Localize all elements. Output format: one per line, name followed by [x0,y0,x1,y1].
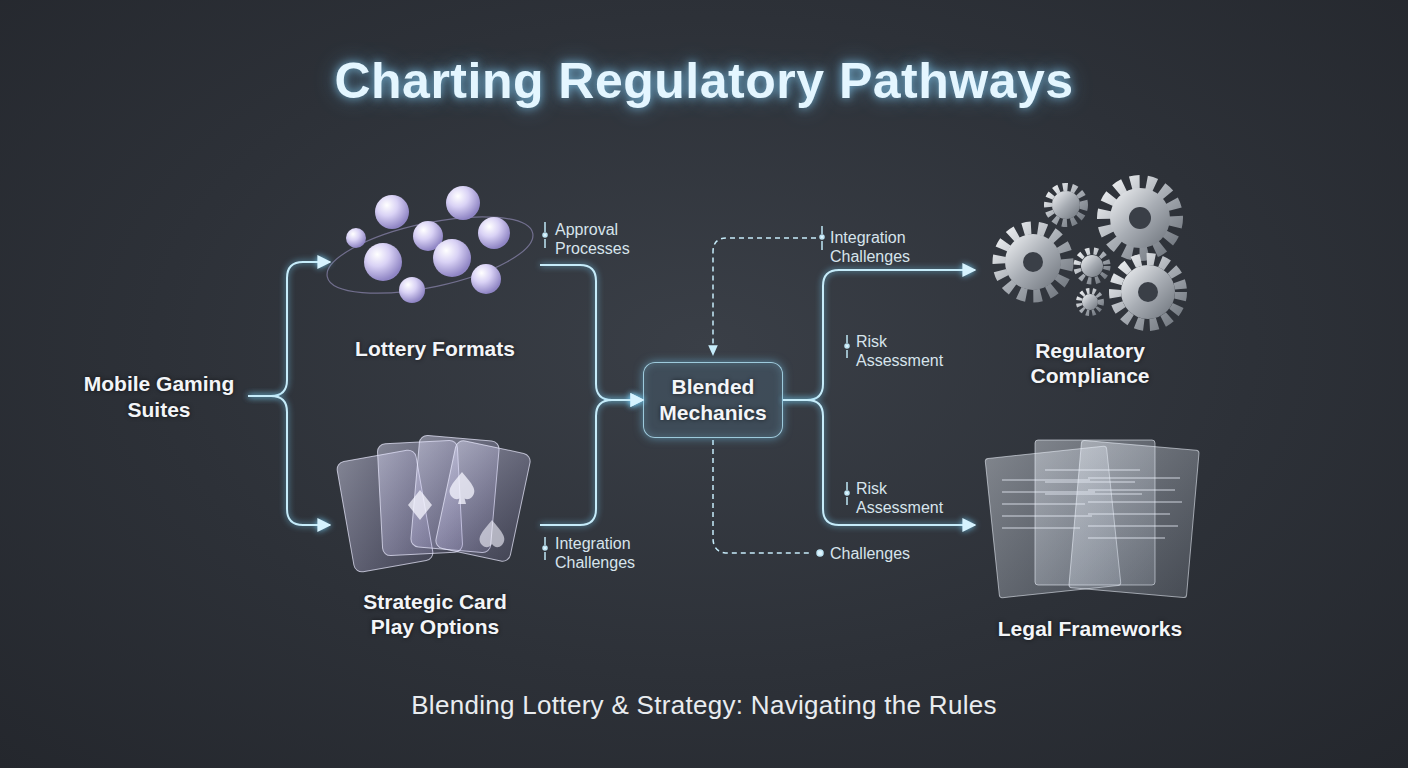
document-stack [985,440,1199,598]
lottery-ball [478,217,510,249]
tick-dot [817,550,823,556]
gear-hub [1023,252,1043,272]
gear-hub [1129,207,1151,229]
lottery-node: Lottery Formats [330,180,540,362]
document-lines [1002,470,1182,538]
flow-connector [248,396,330,525]
edge-label: Integration Challenges [555,534,650,572]
lottery-ball [446,186,480,220]
gear-teeth [1048,187,1084,223]
flow-connector [783,400,975,525]
node-label: Regulatory Compliance [1015,338,1165,389]
gear-teeth [1115,259,1181,325]
gear-body [1081,255,1103,277]
spade-suit [450,472,475,504]
lottery-ball [399,277,425,303]
dashed-leader [713,238,816,356]
document-sheet [1069,440,1199,598]
tick-dot [820,235,824,239]
card-shape [434,439,531,562]
node-label: Lottery Formats [355,336,515,362]
source-label: Mobile Gaming Suites [70,368,248,426]
gear-body [1052,191,1080,219]
tick-dot [845,491,849,495]
legal-node: Legal Frameworks [975,430,1205,642]
diagram-title: Charting Regulatory Pathways [0,52,1408,110]
gear-teeth [1079,291,1101,313]
edge-label: Risk Assessment [856,332,951,370]
hub-box: Blended Mechanics [643,362,783,438]
gear-cluster [999,182,1181,325]
lottery-ball [433,239,471,277]
lottery-ball [375,195,409,229]
dashed-leader [713,440,812,553]
gear-body [1121,265,1175,319]
gear-body [1082,294,1098,310]
note-label: Challenges [830,544,940,563]
tick-dot [543,546,547,550]
node-label: Legal Frameworks [998,616,1182,642]
node-label: Strategic Card Play Options [350,589,520,640]
gear-hub [1138,282,1158,302]
flow-connector [540,400,643,525]
label-markers [543,222,849,560]
diagram-caption: Blending Lottery & Strategy: Navigating … [0,690,1408,721]
tick-dot [845,344,849,348]
flow-connector [540,265,643,400]
flow-connector [248,262,330,396]
node-label: Blended Mechanics [653,374,773,425]
lottery-ball [346,228,366,248]
note-label: Integration Challenges [830,228,925,266]
orbit-ring [321,202,540,308]
lottery-ball [364,243,402,281]
edge-label: Approval Processes [555,220,650,258]
gear-teeth [1077,251,1107,281]
edge-label: Risk Assessment [856,479,951,517]
compliance-node: Regulatory Compliance [975,175,1205,389]
spade-suit [480,520,505,547]
gear-body [1005,234,1061,290]
tick-dot [543,233,547,237]
node-label: Mobile Gaming Suites [74,371,244,422]
diamond-suit [408,490,432,520]
lottery-spheres [321,186,540,308]
flow-connector [783,270,975,400]
gear-body [1110,188,1170,248]
lottery-ball [471,264,501,294]
gear-teeth [1104,182,1176,254]
playing-cards [336,435,532,573]
card-node: Strategic Card Play Options [330,428,540,640]
gear-teeth [999,228,1067,296]
